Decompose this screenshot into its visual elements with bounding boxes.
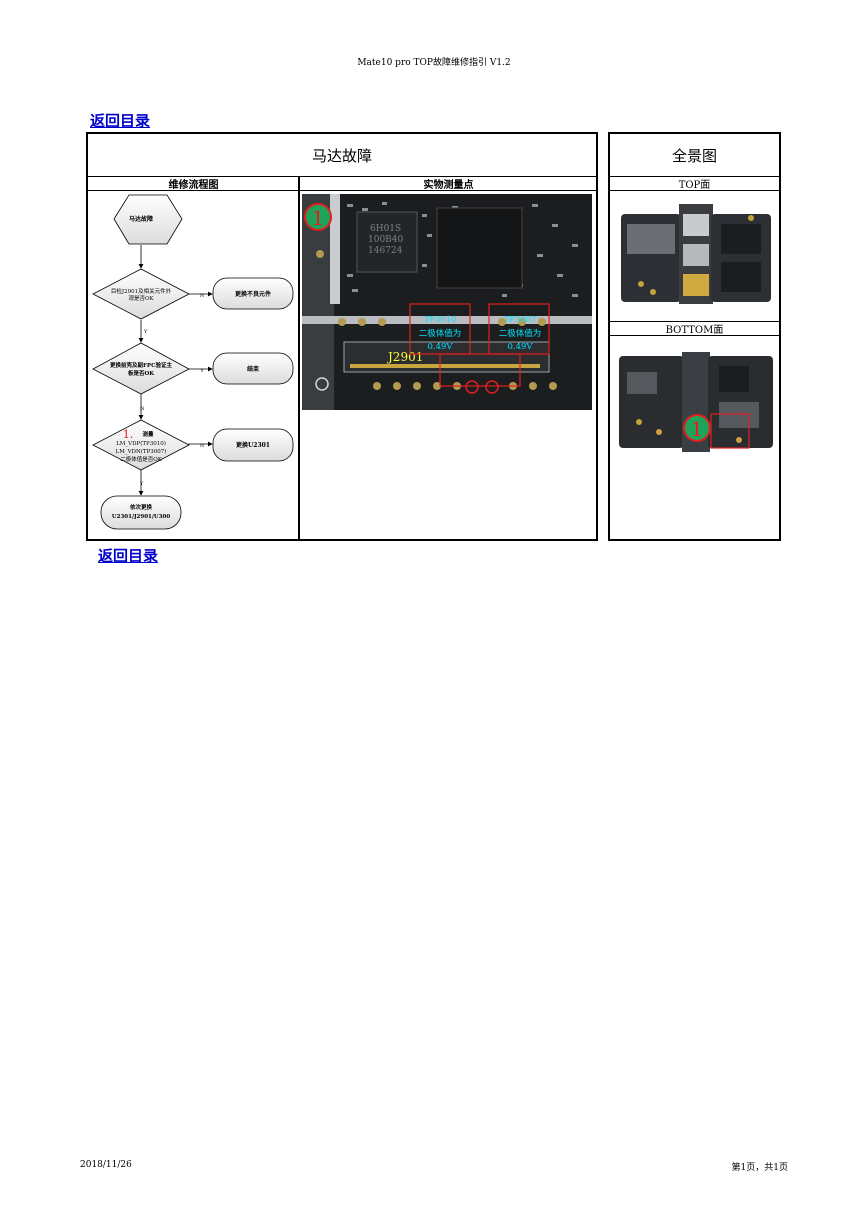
section-title: 马达故障	[311, 146, 372, 165]
q1-line2: 观是否OK	[128, 295, 154, 302]
panorama-title: 全景图	[671, 146, 717, 165]
bottom-marker	[683, 414, 711, 442]
label-y-1: Y	[143, 329, 148, 335]
label-y-2: Y	[199, 368, 204, 374]
svg-text:1: 1	[312, 206, 325, 230]
svg-text:TP3007: TP3007	[503, 315, 536, 325]
a1-label: 更换不良元件	[235, 290, 271, 298]
start-label: 马达故障	[129, 215, 153, 223]
svg-text:146724: 146724	[368, 246, 403, 256]
svg-text:6H01S: 6H01S	[370, 224, 401, 234]
measure-area-box	[439, 353, 521, 387]
repair-flowchart: N Y Y N N Y 马达故障 目检J2901及相关元件外 观是否OK 更换不…	[92, 194, 294, 530]
svg-text:0.49V: 0.49V	[507, 342, 533, 352]
test-pad-2	[485, 380, 499, 394]
q3-number: 1.	[123, 428, 134, 441]
q3-line1: LM_VDP(TP3010)	[116, 440, 166, 447]
label-n-1: N	[200, 293, 205, 299]
svg-text:0.49V: 0.49V	[427, 342, 453, 352]
q1-line1: 目检J2901及相关元件外	[111, 287, 172, 295]
svg-text:二极体值为: 二极体值为	[499, 328, 542, 339]
document-header: Mate10 pro TOP故障维修指引 V1.2	[357, 58, 511, 68]
q3-line2: LM_VDN(TP3007)	[116, 448, 167, 455]
end-line2: U2301/J2901/U300	[112, 514, 170, 520]
points-column-header: 实物测量点	[423, 180, 474, 191]
end-line1: 依次更换	[130, 503, 153, 511]
decision-measure-diode	[92, 419, 190, 471]
label-n-3: N	[200, 443, 205, 449]
q2-line1: 更换前壳及副FPC验证主	[110, 361, 172, 369]
label-y-3: Y	[139, 481, 144, 487]
q2-line2: 板是否OK	[128, 369, 154, 377]
bottom-side-header: BOTTOM面	[665, 325, 724, 336]
a3-label: 更换U2301	[236, 441, 270, 449]
chip-6h01s	[356, 211, 418, 273]
bottom-measure-area	[710, 413, 750, 449]
back-to-toc-link-bottom[interactable]: 返回目录	[98, 547, 159, 565]
chip-large	[436, 207, 523, 289]
q3-head: 测量	[142, 430, 154, 438]
back-to-toc-link-top[interactable]: 返回目录	[90, 112, 151, 130]
svg-text:TP3010: TP3010	[423, 315, 456, 325]
svg-text:二极体值为: 二极体值为	[419, 328, 462, 339]
start-node	[113, 194, 183, 245]
q3-line3: 二极体值是否OK	[120, 455, 163, 463]
main-table	[86, 132, 598, 541]
measurement-photo: 6H01S 100B40 146724 J2901 TP3010 二极体值为 0…	[302, 194, 592, 410]
connector-label: J2901	[386, 350, 423, 364]
panorama-table	[608, 132, 781, 541]
a2-label: 结束	[247, 365, 260, 373]
top-side-header: TOP面	[678, 180, 711, 191]
svg-text:1: 1	[691, 417, 704, 441]
footer-date: 2018/11/26	[80, 1160, 132, 1170]
decision-visual-check	[92, 268, 190, 320]
action-replace-u2301	[212, 428, 294, 462]
top-board-image	[621, 204, 771, 304]
decision-replace-fpc	[92, 342, 190, 395]
measure-point-marker	[304, 203, 332, 231]
test-pad-1	[465, 380, 479, 394]
bottom-board-image: 1	[619, 352, 773, 452]
flow-column-header: 维修流程图	[168, 180, 219, 191]
action-replace-bad-parts	[212, 277, 294, 310]
label-n-2: N	[140, 406, 145, 412]
svg-text:100B40: 100B40	[368, 235, 404, 245]
footer-page: 第1页，共1页	[731, 1163, 788, 1173]
end-node	[100, 495, 182, 530]
action-end	[212, 352, 294, 385]
